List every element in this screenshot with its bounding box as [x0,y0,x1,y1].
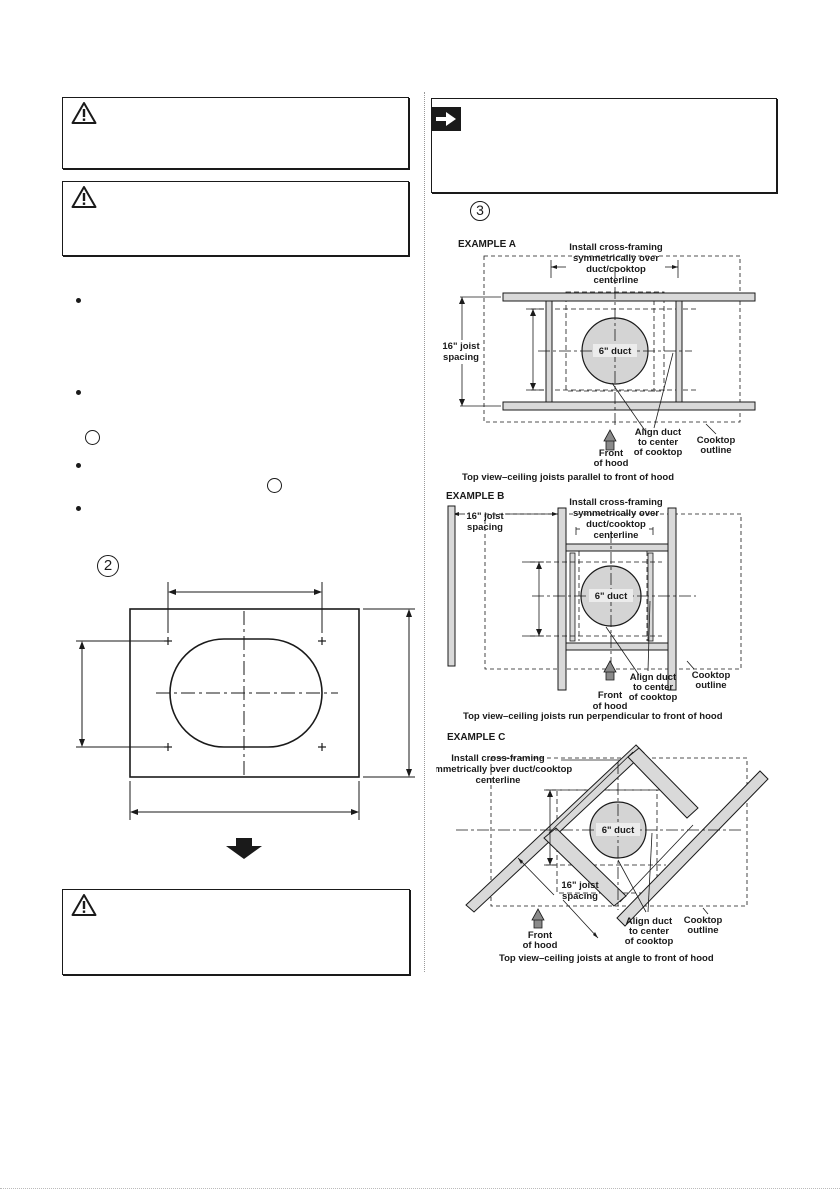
page-bottom-rule [0,1188,840,1189]
note-box [431,98,777,193]
column-divider [424,92,425,972]
example-b-front-1: Front [598,690,623,701]
example-a-joist-bottom [502,401,756,411]
template-diagram [76,582,415,820]
example-b-joist-1 [447,505,456,667]
example-b-front-arrow [603,660,617,681]
bullet-4 [76,506,81,511]
example-b-cross-framing-2: symmetrically over [573,508,659,519]
example-b-caption: Top view–ceiling joists run perpendicula… [463,711,723,722]
circle-reference-1 [85,430,100,445]
example-c-cross-framing-1: Install cross-framing [451,753,545,764]
example-b-diagram: EXAMPLE B Install cross-framing symmetri… [446,491,742,722]
example-b-cooktop-2: outline [695,680,726,691]
example-a-joist-label-1: 16" joist [442,341,480,352]
warning-triangle-icon [71,186,97,208]
example-c-front-1: Front [528,930,553,941]
example-c-joist-label-1: 16" joist [561,880,599,891]
warning-triangle-icon [71,102,97,124]
example-a-align-3: of cooktop [634,447,683,458]
example-c-diagram: EXAMPLE C Install cross-framing symmetri… [436,732,769,964]
example-c-cross-framing-3: centerline [476,775,521,786]
warning-box-3 [62,889,410,975]
example-b-cross-framing-1: Install cross-framing [569,497,663,508]
example-c-cooktop-2: outline [687,925,718,936]
step-number-3: 3 [470,201,490,221]
example-c-heading: EXAMPLE C [447,732,505,743]
template-outline [129,608,360,778]
down-arrow-icon [226,838,262,859]
example-a-cross-framing-1: Install cross-framing [569,242,663,253]
example-a-front-2: of hood [594,458,629,469]
example-b-heading: EXAMPLE B [446,491,504,502]
example-b-joist-2 [557,507,567,691]
example-b-joist-label-1: 16" joist [466,511,504,522]
example-a-joist-top [502,292,756,302]
warning-triangle-icon [71,894,97,916]
example-a-joist-label-2: spacing [443,352,479,363]
warning-box-1 [62,97,409,169]
example-b-cooktop-1: Cooktop [692,670,731,681]
example-b-align-3: of cooktop [629,692,678,703]
circle-reference-2 [267,478,282,493]
example-c-joist-label-2: spacing [562,891,598,902]
example-c-cross-framing-2: symmetrically over duct/cooktop [436,764,572,775]
example-c-cooktop-1: Cooktop [684,915,723,926]
warning-box-2 [62,181,409,256]
example-a-heading: EXAMPLE A [458,239,516,250]
example-b-joist-3 [667,507,677,691]
example-b-cross-framing-4: centerline [594,530,639,541]
example-a-front-arrow [603,429,617,451]
example-a-cooktop-1: Cooktop [697,435,736,446]
step-number-2: 2 [97,555,119,577]
right-arrow-icon [431,107,461,131]
example-a-cooktop-2: outline [700,445,731,456]
bullet-2 [76,390,81,395]
example-a-cross-framing-3: duct/cooktop [586,264,646,275]
example-a-align-2: to center [638,437,678,448]
example-c-front-arrow [531,908,545,929]
example-a-cross-framing-4: centerline [594,275,639,286]
example-a-duct-label: 6" duct [599,346,632,357]
example-c-align-2: to center [629,926,669,937]
example-a-caption: Top view–ceiling joists parallel to fron… [462,472,674,483]
bullet-3 [76,463,81,468]
bullet-1 [76,298,81,303]
example-c-caption: Top view–ceiling joists at angle to fron… [499,953,714,964]
example-a-front-1: Front [599,448,624,459]
example-c-align-1: Align duct [626,916,673,927]
example-b-front-2: of hood [593,701,628,712]
example-b-align-1: Align duct [630,672,677,683]
example-a-diagram: EXAMPLE A Install cross-framing symmetri… [442,239,756,483]
example-c-align-3: of cooktop [625,936,674,947]
example-b-align-2: to center [633,682,673,693]
example-a-align-1: Align duct [635,427,682,438]
example-c-front-2: of hood [523,940,558,951]
example-b-duct-label: 6" duct [595,591,628,602]
example-c-joist-2 [616,770,769,927]
example-b-cross-framing-3: duct/cooktop [586,519,646,530]
example-a-cross-framing-2: symmetrically over [573,253,659,264]
example-c-duct-label: 6" duct [602,825,635,836]
